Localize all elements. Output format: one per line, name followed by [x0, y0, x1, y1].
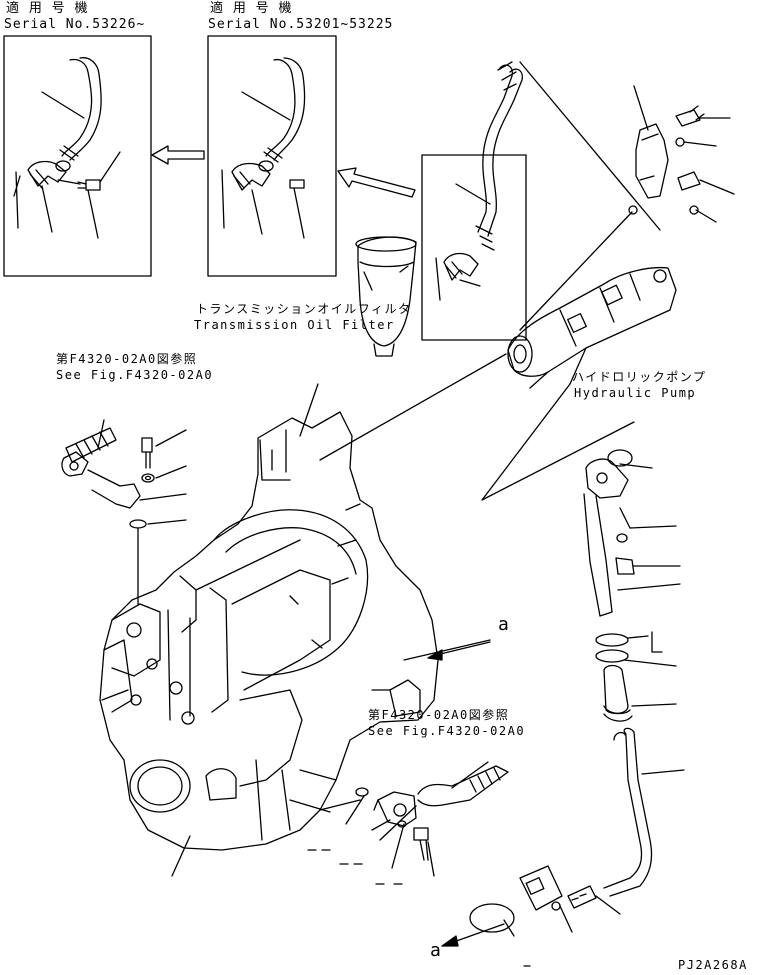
hydraulic-pump-drawing — [319, 266, 677, 501]
marker-a-bottom: a — [430, 940, 442, 961]
right-inset-elbow — [435, 252, 481, 301]
arrow-to-left-inset — [151, 145, 205, 165]
inset-box-middle — [207, 35, 337, 277]
marker-a-right: a — [498, 614, 510, 635]
reference-upper-en: See Fig.F4320-02A0 — [56, 368, 214, 382]
left-inset-header: 適 用 号 機 — [6, 1, 89, 16]
reference-lower-en: See Fig.F4320-02A0 — [368, 724, 526, 738]
inset-middle-hose — [241, 57, 306, 163]
marker-a-arrow-bottom — [441, 923, 505, 947]
inset-left-bolt — [57, 151, 121, 239]
middle-inset-header: 適 用 号 機 — [210, 1, 293, 16]
inset-box-right — [421, 154, 527, 341]
clamp-bracket — [519, 61, 735, 331]
filter-label-jp: トランスミッションオイルフィルタ — [196, 302, 412, 316]
drawing-code: PJ2A268A — [678, 958, 748, 972]
small-dash-marks — [307, 849, 531, 967]
upper-left-pipe-assembly — [61, 419, 187, 605]
middle-inset-serial: Serial No.53201~53225 — [208, 17, 394, 32]
pump-label-en: Hydraulic Pump — [574, 386, 697, 400]
marker-a-arrow-right — [427, 641, 491, 661]
reference-lower-jp: 第F4320-02A0図参照 — [368, 708, 510, 722]
left-inset-serial: Serial No.53226~ — [4, 17, 146, 32]
transmission-oil-filter-drawing — [355, 236, 417, 357]
filter-label-en: Transmission Oil Filter — [194, 318, 395, 332]
inset-left-elbow — [13, 160, 71, 233]
inset-box-left — [3, 35, 152, 277]
arrow-to-middle-inset — [337, 167, 416, 198]
return-hose-assembly — [455, 61, 523, 251]
inset-middle-elbow — [221, 160, 274, 235]
lower-center-flange — [319, 761, 509, 877]
inset-middle-fitting — [289, 179, 305, 239]
inset-left-hose — [41, 57, 102, 161]
pump-label-jp: ハイドロリックポンプ — [572, 370, 707, 384]
transmission-housing-drawing — [99, 383, 491, 877]
suction-pipe-assembly — [469, 449, 685, 937]
reference-upper-jp: 第F4320-02A0図参照 — [56, 352, 198, 366]
